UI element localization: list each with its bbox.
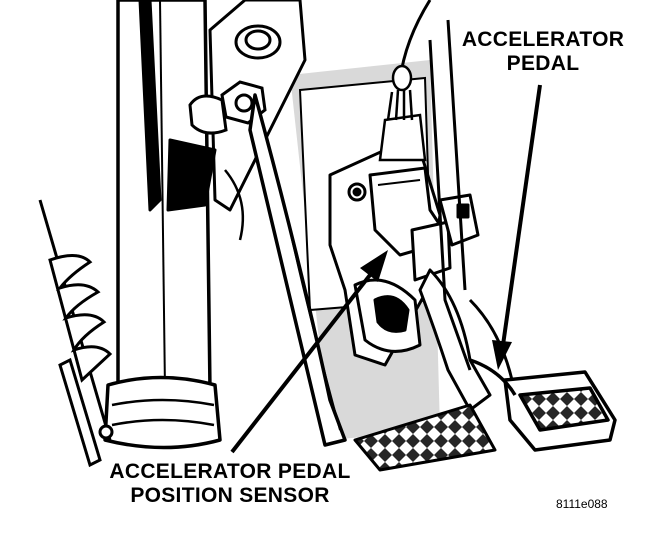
steering-column [103, 0, 222, 450]
pedal-arm [248, 93, 347, 447]
figure-id: 8111e088 [556, 497, 608, 511]
accelerator-pedal-leader [492, 84, 542, 370]
sensor-leader [230, 250, 388, 454]
pedal-position-sensor-label-line1: ACCELERATOR PEDAL [109, 460, 351, 483]
accelerator-pedal-label-line1: ACCELERATOR [461, 28, 625, 51]
firewall-edge [428, 19, 514, 381]
shifter-boot [38, 199, 114, 468]
pedal-linkage [353, 268, 492, 412]
accelerator-pedal-label: ACCELERATOR PEDAL [448, 28, 638, 75]
bolt-head [234, 24, 282, 60]
accelerator-pedal-pad [469, 358, 617, 452]
pedal-position-sensor-label: ACCELERATOR PEDAL POSITION SENSOR [70, 460, 390, 507]
pedal-position-sensor-label-line2: POSITION SENSOR [130, 483, 330, 507]
wire-harness [378, 0, 432, 162]
floor-tread [353, 403, 497, 472]
accelerator-pedal-label-line2: PEDAL [506, 51, 580, 75]
